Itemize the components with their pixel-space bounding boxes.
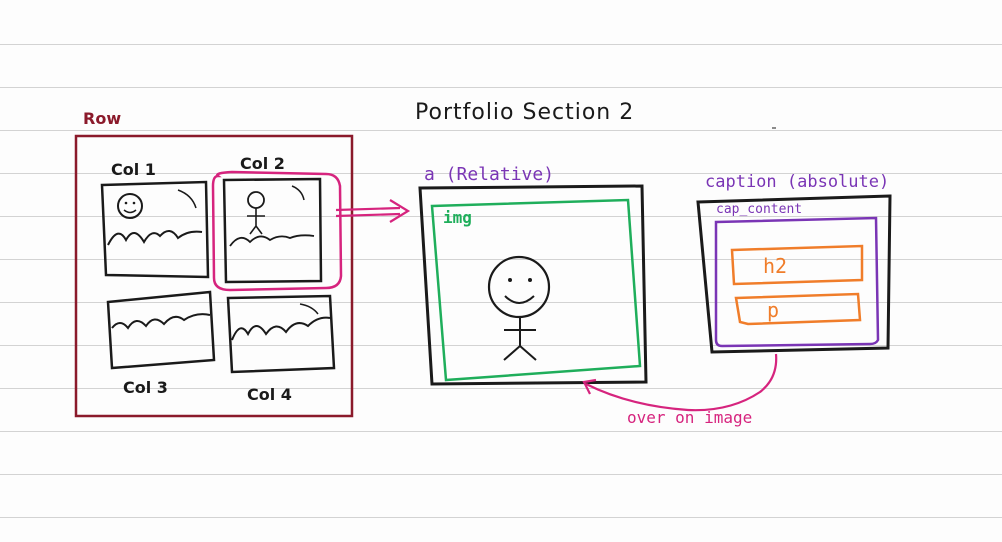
sun-rays-icon <box>291 185 305 201</box>
col-4-label: Col 4 <box>247 385 292 404</box>
col-3-thumbnail <box>106 290 216 370</box>
row-box <box>74 134 354 418</box>
col-1-thumbnail <box>100 180 210 279</box>
sun-rays-icon <box>177 189 197 209</box>
cap-content-label: cap_content <box>716 202 803 217</box>
double-arrow-icon <box>335 199 411 223</box>
col-3-label: Col 3 <box>123 378 168 397</box>
mountain-line-icon <box>231 316 331 341</box>
mountain-line-icon <box>107 230 203 246</box>
arrowhead-icon <box>582 378 597 395</box>
h2-box <box>730 244 864 286</box>
mountain-line-icon <box>111 313 211 330</box>
caption-box <box>696 194 892 354</box>
stick-figure-body-icon <box>247 208 265 235</box>
caption-label: caption (absolute) <box>705 172 890 192</box>
p-box <box>734 292 862 326</box>
row-label: Row <box>83 109 122 128</box>
col-2-thumbnail <box>222 177 323 284</box>
stick-figure-head-icon <box>247 191 265 209</box>
stick-figure-icon <box>487 255 551 361</box>
page-title: Portfolio Section 2 <box>415 100 635 125</box>
smiley-face-icon <box>117 193 143 219</box>
img-box <box>430 198 642 382</box>
col-4-thumbnail <box>226 294 336 374</box>
col-1-label: Col 1 <box>111 160 156 179</box>
h2-label: h2 <box>763 254 788 278</box>
curved-arrow-icon <box>585 353 778 412</box>
mountain-line-icon <box>229 234 315 247</box>
p-label: p <box>767 298 780 322</box>
img-label: img <box>443 208 472 227</box>
sun-rays-icon <box>299 303 319 315</box>
col-2-label: Col 2 <box>240 154 285 173</box>
anchor-box <box>418 184 648 386</box>
col-2-highlight <box>211 170 343 292</box>
over-image-note: over on image <box>627 408 753 427</box>
anchor-label: a (Relative) <box>424 164 555 185</box>
cap-content-box <box>714 216 880 348</box>
